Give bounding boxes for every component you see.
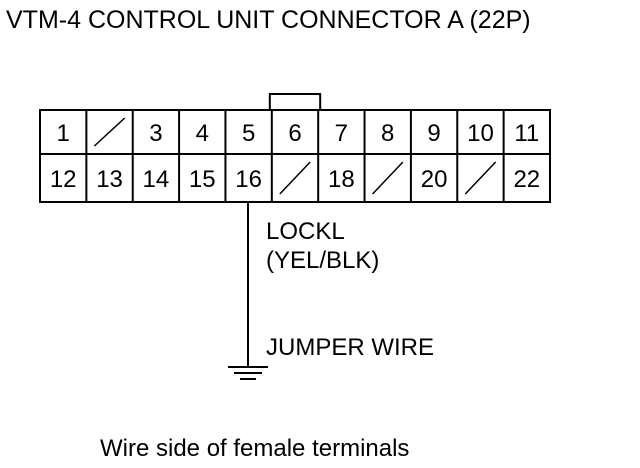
terminal-number: 13 — [96, 166, 123, 193]
terminal-number: 20 — [421, 166, 448, 193]
wiring — [228, 202, 268, 380]
terminal-number: 14 — [143, 166, 170, 193]
empty-cavity-slash — [464, 161, 497, 195]
terminal-number: 11 — [514, 120, 539, 147]
terminal-number: 18 — [328, 166, 355, 193]
diagram-title: VTM-4 CONTROL UNIT CONNECTOR A (22P) — [6, 6, 531, 34]
empty-cavity-slash — [372, 161, 404, 195]
terminal-number: 5 — [242, 120, 255, 147]
empty-cavity-slash — [279, 161, 311, 195]
terminal-number: 12 — [50, 166, 77, 193]
terminal-number: 3 — [149, 120, 162, 147]
wire-color-label: (YEL/BLK) — [266, 247, 380, 274]
terminal-number: 22 — [513, 166, 540, 193]
empty-cavity-slash — [93, 117, 126, 147]
terminal-number: 10 — [467, 120, 494, 147]
connector-body — [39, 109, 551, 203]
terminal-number: 16 — [235, 166, 262, 193]
caption: Wire side of female terminals — [100, 435, 410, 462]
terminal-number: 7 — [335, 120, 348, 147]
terminal-number: 1 — [57, 120, 70, 147]
terminal-number: 15 — [189, 166, 216, 193]
terminal-number: 4 — [196, 120, 209, 147]
jumper-wire-label: JUMPER WIRE — [266, 334, 434, 361]
terminal-number: 9 — [427, 120, 440, 147]
locking-tab — [268, 93, 322, 110]
terminal-number: 6 — [288, 120, 301, 147]
wire-signal-label: LOCKL — [266, 218, 345, 245]
terminal-number: 8 — [381, 120, 394, 147]
